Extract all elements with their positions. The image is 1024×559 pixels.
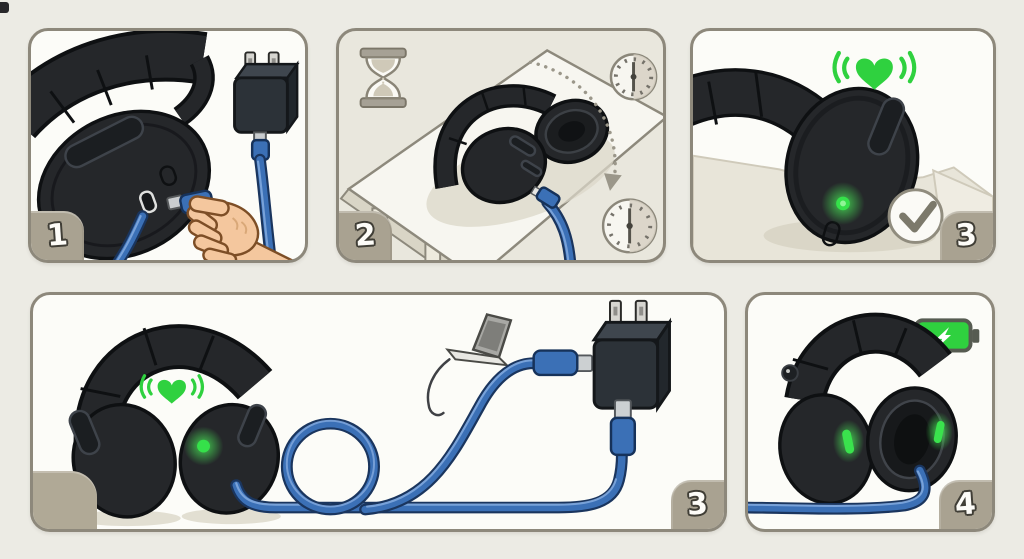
step-number-badge: 1 <box>31 211 84 260</box>
charging-cable-icon <box>112 210 149 260</box>
clock-start-icon <box>609 53 658 101</box>
shadow <box>181 508 281 525</box>
laptop-icon <box>426 313 513 417</box>
step-panel-1: 1 <box>28 28 308 263</box>
step-number-badge: 2 <box>339 211 392 260</box>
heart-signal-icon <box>139 374 204 404</box>
wall-adapter-icon <box>591 299 673 413</box>
headphones-illustration <box>31 31 215 260</box>
step-4-illustration <box>68 299 673 527</box>
wall-adapter-icon <box>233 51 300 161</box>
headphones-icon <box>778 312 958 506</box>
charging-cable-icon <box>529 185 576 260</box>
step-5-illustration <box>748 312 980 515</box>
brand-logo <box>781 364 799 382</box>
step-number-badge: 3 <box>940 211 993 260</box>
headphones-icon <box>433 84 610 205</box>
corner-mark <box>0 2 9 13</box>
headphones-icon <box>68 324 281 519</box>
cable-loop-icon <box>280 417 380 516</box>
usb-c-plug-icon <box>609 399 637 457</box>
corner-curl <box>33 471 97 529</box>
hand-icon <box>186 195 295 260</box>
step-panel-2: 2 <box>336 28 666 263</box>
checkmark-icon <box>887 188 944 244</box>
charging-cable-icon <box>230 357 628 516</box>
hourglass-icon <box>359 47 407 108</box>
elapsed-time-arrow-icon <box>528 60 622 191</box>
led-indicator-icon <box>183 426 224 466</box>
earcup-pad-up <box>534 98 610 165</box>
power-button <box>159 165 178 187</box>
step-number-badge: 4 <box>939 480 992 529</box>
usb-port-icon <box>139 190 158 214</box>
headphone-earcup-icon <box>693 68 920 247</box>
lightning-bolt-icon <box>936 327 952 347</box>
charging-cable-icon <box>748 464 931 515</box>
led-indicator-icon <box>821 182 865 225</box>
heart-signal-icon <box>832 50 917 90</box>
step-2-illustration <box>339 47 663 260</box>
step-number-badge: 3 <box>671 480 724 529</box>
clock-end-icon <box>601 198 658 254</box>
step-panel-4: 3 <box>30 292 727 532</box>
step-1-illustration <box>31 31 300 260</box>
led-indicator-icon <box>832 412 953 463</box>
step-panel-3: 3 <box>690 28 996 263</box>
usb-c-connector-icon <box>532 349 594 377</box>
step-panel-5: 4 <box>745 292 995 532</box>
